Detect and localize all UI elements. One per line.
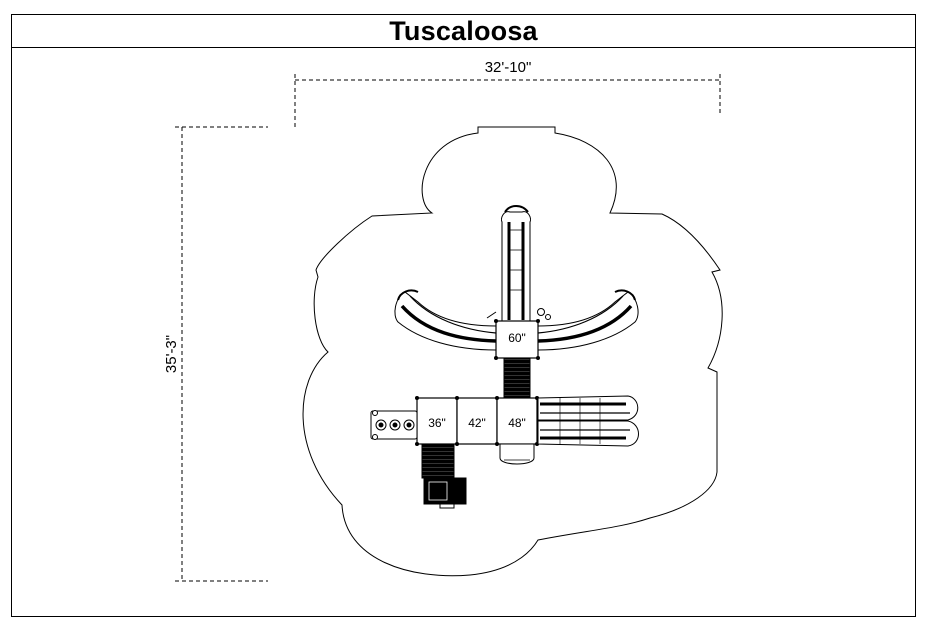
double-slide [537, 395, 639, 447]
deck-right-label: 48" [508, 416, 526, 430]
deck-middle [456, 397, 498, 445]
page-title: Tuscaloosa [389, 15, 538, 46]
stairs-lower [421, 443, 455, 479]
slide-top [501, 205, 531, 323]
depth-dimension [175, 126, 268, 582]
deck-top-label: 60" [508, 331, 526, 345]
deck-right [496, 397, 538, 445]
title-bar: Tuscaloosa [12, 15, 915, 48]
depth-dimension-label: 35'-3" [163, 335, 180, 373]
spinner-panel [370, 410, 418, 440]
deck-accessories [486, 308, 551, 320]
slide-right [537, 289, 639, 351]
entry-platform [499, 443, 535, 465]
width-dimension [294, 74, 721, 127]
safety-zone-outline [302, 126, 723, 577]
ground-panels [423, 477, 467, 509]
deck-posts [415, 319, 540, 446]
stairs-upper [503, 357, 531, 399]
deck-left-label: 36" [428, 416, 446, 430]
deck-middle-label: 42" [468, 416, 486, 430]
width-dimension-label: 32'-10" [485, 59, 532, 76]
slide-left [394, 289, 497, 351]
drawing-frame: Tuscaloosa [11, 14, 916, 617]
